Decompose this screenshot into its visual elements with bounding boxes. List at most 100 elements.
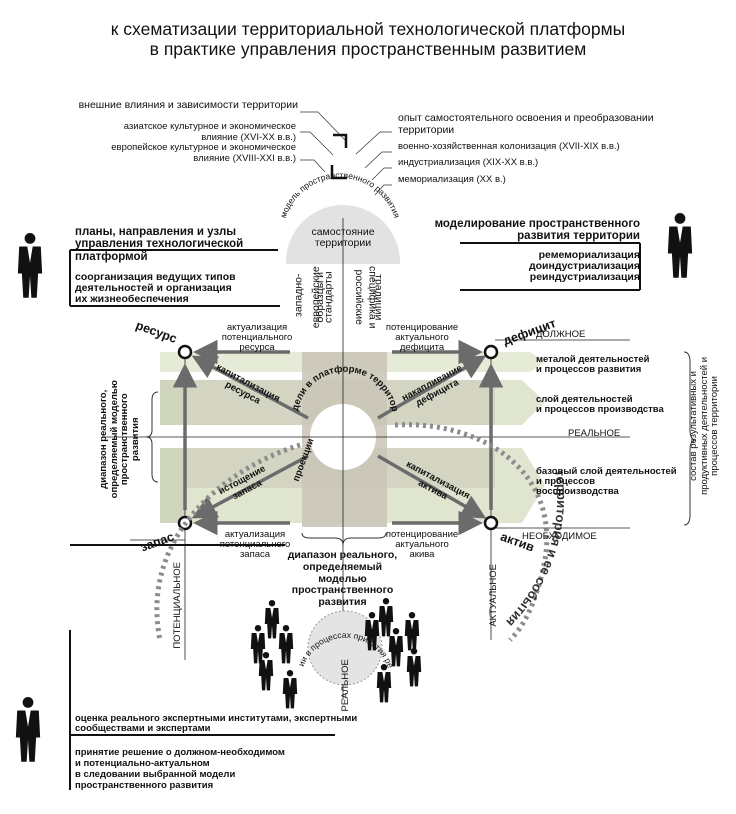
person-figure [378,598,394,637]
bracket-bottom [330,165,347,180]
person-figure [264,600,280,639]
person-figure [282,670,298,709]
level-actual: АКТУАЛЬНОЕ [488,563,500,627]
experience-industrial: индустриализация (XIX-XX в.в.) [398,157,539,168]
decision-line-1: принятие решение о должном-необходимом [75,747,285,758]
right-range-bracket [683,351,697,526]
leader-external [300,111,346,141]
coorganization-line-3: их жизнеобеспечения [75,293,189,305]
asian-influence-2: влияние (XVI-XX в.в.) [201,132,296,143]
level-real-vertical: РЕАЛЬНОЕ [339,659,351,712]
level-due: ДОЛЖНОЕ [536,329,586,340]
potentiation-asset-3: акива [409,549,435,560]
person-figure [17,233,43,298]
actualization-reserve-3: запаса [239,549,271,560]
layer-production-1: слой деятельностей [536,394,633,405]
actualization-reserve-1: актуализация [224,529,286,540]
range-left: диапазон реального, определяемый моделью… [98,379,142,499]
node-asset [483,515,499,531]
coorganization-line-2: деятельностей и организация [75,282,232,294]
coorganization-line-1: соорганизация ведущих типов [75,271,236,283]
left-range-bracket [145,391,159,483]
leader-asian [300,131,334,156]
plans-line-3: платформой [75,251,148,263]
arrow-diag-tl [191,355,309,420]
range-bottom-2: определяемый моделью [302,560,383,585]
layer-base-3: воспроизводства [536,486,619,497]
range-bottom-1: диапазон реального, [287,549,398,561]
composition-3: процессов территории [709,376,721,476]
modeling-line-1: моделирование пространственного [434,218,640,230]
decision-line-3: в следовании выбранной модели [75,769,236,780]
band-metalayer-tip [530,352,545,372]
experience-line-1: опыт самостоятельного освоения и преобра… [398,112,654,124]
russian-line-3: традиции [372,274,385,321]
person-figure [278,625,294,664]
person-figure [388,628,404,667]
potentiation-deficit-1: потенцирование [385,322,459,333]
state-line-2: территории [314,237,372,249]
node-deficit [483,344,499,360]
experience-military: военно-хозяйственная колонизация (XVII-X… [398,141,620,152]
asian-influence-1: азиатское культурное и экономическое [123,121,296,132]
potentiation-deficit-3: дефицита [399,342,445,353]
plans-line-1: планы, направления и узлы [75,226,237,238]
dotted-arc-right [394,422,550,642]
band-base-tip [522,448,545,523]
experience-line-2: территории [398,124,455,136]
leader-memorial [374,184,392,196]
band-production-tip [522,380,545,425]
actualization-resource-2: потенциального [221,332,293,343]
person-figure [406,648,422,687]
leader-lines [300,111,392,196]
person-figure [364,612,380,651]
layer-base-2: и процессов [536,476,596,487]
leader-industrial [371,167,392,181]
layer-base-1: базовый слой деятельностей [536,466,677,477]
range-bottom-3: пространственного [291,584,394,597]
potentiation-asset-1: потенцирование [385,529,459,540]
expert-line-1: оценка реального экспертными институтами… [75,713,358,724]
actualization-reserve-2: потенциального [219,539,291,550]
decision-line-4: пространственного развития [75,780,214,791]
level-necessary: НЕОБХОДИМОЕ [522,531,597,542]
plans-line-2: управления технологической [75,238,244,250]
person-figure [250,625,266,664]
dotted-arc-left [154,442,301,641]
node-resource [177,344,193,360]
corner-brackets [330,133,348,180]
actualization-resource-1: актуализация [226,322,288,333]
people-figures [15,213,693,762]
person-figure [15,697,41,762]
person-figure [667,213,693,278]
reindustrialization: реиндустриализация [529,271,640,283]
modeling-line-2: развития территории [517,230,640,242]
western-line-1: западно- [292,273,305,317]
range-bottom-4: развития [318,596,367,608]
arrows [172,339,504,536]
band-left-top [160,380,185,425]
european-influence-2: влияние (XVIII-XXI в.в.) [193,153,296,164]
person-figure [404,612,420,651]
corner-nodes [177,344,499,531]
arrow-diag-tr [377,355,487,420]
decision-circle [307,610,383,686]
band-left-bottom [160,448,185,523]
state-line-1: самостояние [311,226,375,238]
potentiation-asset-2: актуального [395,539,449,550]
decision-line-2: и потенциально-актуальном [75,758,210,769]
external-influences: внешние влияния и зависимости территории [78,99,298,111]
western-line-4: стандарты [322,271,335,324]
experience-memorial: мемориализация (XX в.) [398,174,506,185]
central-cross [185,352,495,527]
potentiation-deficit-2: актуального [395,332,449,343]
rememorialization: ремемориализация [538,249,640,261]
level-real: РЕАЛЬНОЕ [568,428,621,439]
western-standards: западно- европейские образцы и стандарты [292,260,341,340]
leader-experience [355,131,392,155]
deindustrialization: доиндустриализация [528,260,640,272]
range-left-4: развития [129,417,141,462]
title-line-2: в практике управления пространственным р… [149,39,587,59]
european-influence-1: европейское культурное и экономическое [111,142,296,153]
leader-european [300,159,326,173]
